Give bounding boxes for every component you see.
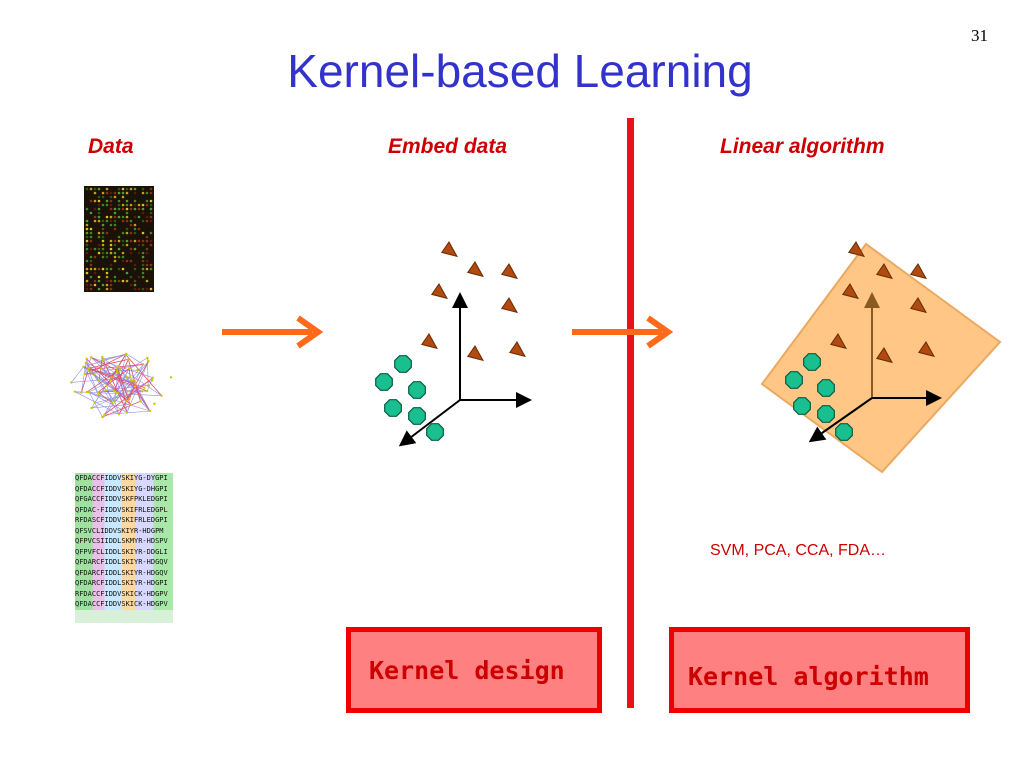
triangle-point <box>875 263 894 280</box>
octagon-point <box>835 423 853 441</box>
sequence-line: QFDACCFIDDVSKIYG-DHGPI <box>75 483 173 494</box>
octagon-point <box>785 371 803 389</box>
triangle-point <box>500 297 519 314</box>
heading-data: Data <box>88 135 134 158</box>
octagon-point <box>408 381 426 399</box>
arrow-right-2 <box>572 315 674 349</box>
linear-algorithm-plot <box>760 241 1002 474</box>
vertical-divider <box>627 118 634 708</box>
triangle-point <box>875 347 894 364</box>
triangle-point <box>909 263 928 280</box>
octagon-point <box>793 397 811 415</box>
sequence-line: RFDACCFIDDVSKICK-HDGPV <box>75 588 173 599</box>
sequence-line: QFSVCLIDDVSKIYR-HDGPM <box>75 525 173 536</box>
octagon-point <box>394 355 412 373</box>
triangle-point <box>466 261 485 278</box>
page-number: 31 <box>971 26 988 45</box>
sequence-line: QFDARCFIDDLSKIYR-HDGPI <box>75 578 173 589</box>
sequence-line: QFPVCSIIDDLSKMYR-HDSPV <box>75 536 173 547</box>
triangle-point <box>430 283 449 300</box>
triangle-point <box>829 333 848 350</box>
sequence-line: QFDARCFIDDLSKIYR-HDGQV <box>75 557 173 568</box>
sequence-line: QFDACCFIDDVSKIYG-DYGPI <box>75 473 173 484</box>
octagon-point <box>384 399 402 417</box>
octagon-point <box>426 423 444 441</box>
octagon-point <box>375 373 393 391</box>
sequence-line: QFDARCFIDDLSKIYR-HDGQV <box>75 567 173 578</box>
triangle-point <box>420 333 439 350</box>
protein-network-image <box>70 352 173 419</box>
kernel-algorithm-box: Kernel algorithm <box>669 627 970 713</box>
embedded-data-plot <box>375 241 532 447</box>
triangle-point <box>847 241 866 258</box>
triangle-point <box>466 345 485 362</box>
slide-title: Kernel-based Learning <box>287 45 753 97</box>
sequence-line: QFDAC-FIDDVSKIFRLEDGPL <box>75 504 173 515</box>
triangle-point <box>508 341 527 358</box>
microarray-dots <box>85 187 153 291</box>
triangle-point <box>841 283 860 300</box>
triangle-point <box>917 341 936 358</box>
algorithms-list: SVM, PCA, CCA, FDA… <box>710 542 887 559</box>
microarray-image <box>84 186 154 292</box>
sequence-line: QFPVFCLIDDLSKIYR-DDGLI <box>75 546 173 557</box>
triangle-point <box>909 297 928 314</box>
triangle-point <box>500 263 519 280</box>
octagon-point <box>817 405 835 423</box>
octagon-point <box>817 379 835 397</box>
heading-embed-data: Embed data <box>388 135 508 158</box>
arrow-right-1 <box>222 315 324 349</box>
octagon-point <box>408 407 426 425</box>
sequence-line: QFDACCFIDDVSKICK-HDGPV <box>75 599 173 610</box>
sequence-line: QFGACCFIDDVSKFPKLEDGPI <box>75 494 173 505</box>
kernel-design-box: Kernel design <box>346 627 602 713</box>
triangle-point <box>440 241 459 258</box>
heading-linear-algorithm: Linear algorithm <box>720 135 885 158</box>
octagon-point <box>803 353 821 371</box>
sequence-line: RFDASCFIDDVSKIFRLEDGPI <box>75 515 173 526</box>
